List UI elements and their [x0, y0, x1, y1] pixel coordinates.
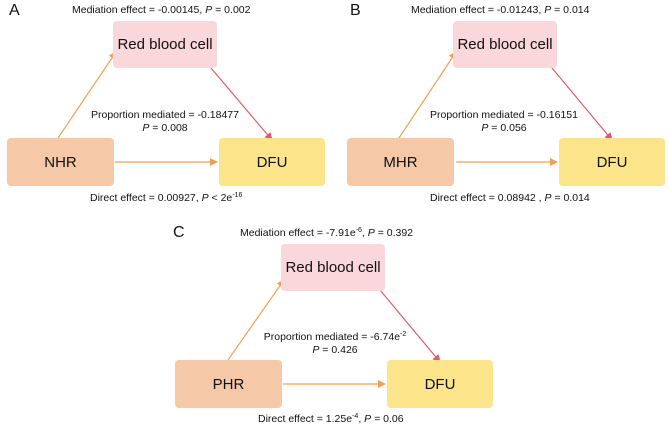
arrow-b-exposure-to-mediator [398, 51, 457, 139]
panel-a-proportion-mediated: Proportion mediated = -0.18477 P = 0.008 [91, 109, 239, 134]
panel-a-outcome-node: DFU [219, 138, 325, 186]
panel-c-mediation-effect: Mediation effect = -7.91e-6, P = 0.392 [240, 227, 414, 239]
panel-c-direct-effect: Direct effect = 1.25e-4, P = 0.06 [258, 413, 404, 425]
panel-c-proportion-mediated: Proportion mediated = -6.74e-2 P = 0.426 [263, 331, 407, 356]
arrow-c-exposure-to-mediator [227, 279, 285, 361]
panel-a-exposure-node: NHR [7, 138, 114, 186]
arrow-c-mediator-to-outcome [379, 289, 441, 363]
arrow-b-mediator-to-outcome [551, 67, 613, 141]
panel-c-outcome-node: DFU [387, 360, 493, 408]
panel-a-mediator-node: Red blood cell [113, 21, 217, 68]
panel-b-mediation-effect: Mediation effect = -0.01243, P = 0.014 [411, 4, 590, 16]
panel-a-letter: A [9, 2, 20, 19]
panel-a-direct-effect: Direct effect = 0.00927, P < 2e-16 [90, 192, 243, 204]
panel-b-direct-effect: Direct effect = 0.08942 , P = 0.014 [430, 192, 590, 204]
panel-b-letter: B [350, 2, 361, 19]
arrow-a-exposure-to-mediator [57, 51, 117, 139]
panel-b-proportion-mediated: Proportion mediated = -0.16151 P = 0.056 [430, 109, 578, 134]
panel-a-mediation-effect: Mediation effect = -0.00145, P = 0.002 [72, 4, 251, 16]
arrow-a-mediator-to-outcome [210, 67, 273, 141]
panel-c-mediator-node: Red blood cell [281, 244, 385, 291]
panel-c-letter: C [173, 224, 185, 241]
panel-b-mediator-node: Red blood cell [453, 21, 557, 68]
panel-b-exposure-node: MHR [347, 138, 454, 186]
panel-b-outcome-node: DFU [559, 138, 665, 186]
panel-c-exposure-node: PHR [175, 360, 282, 408]
